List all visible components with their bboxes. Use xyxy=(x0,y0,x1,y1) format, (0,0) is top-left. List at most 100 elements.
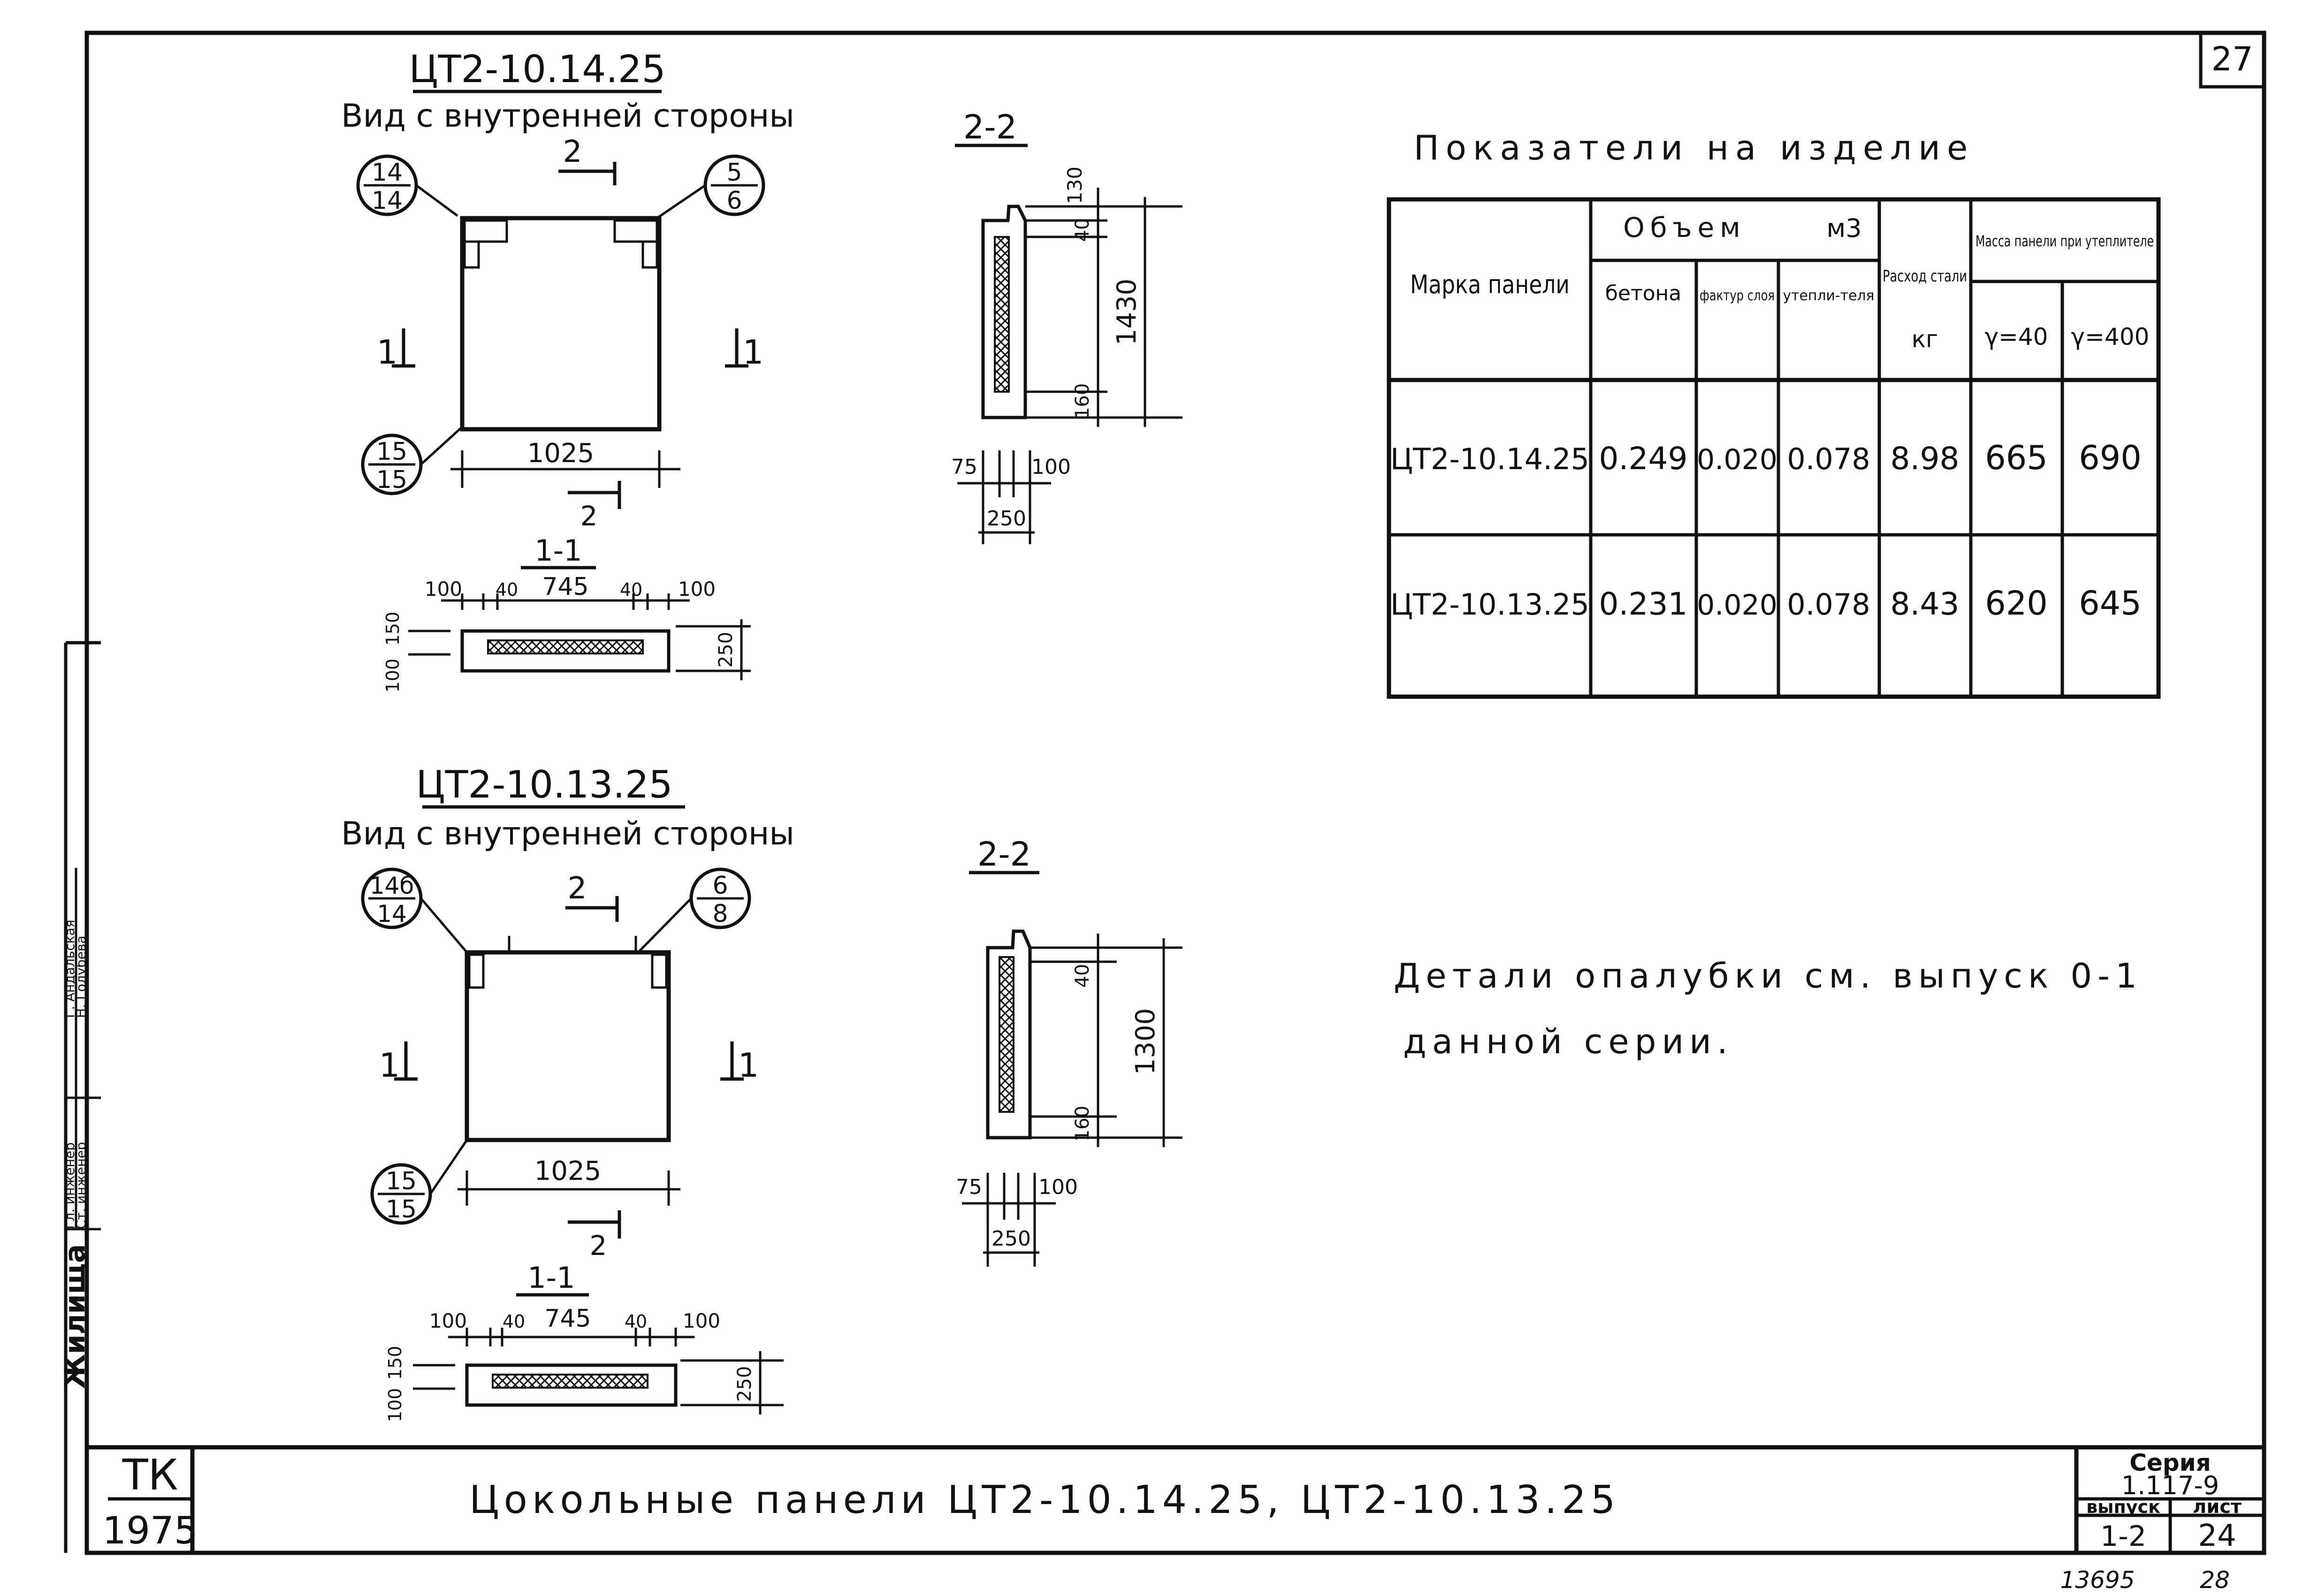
svg-text:8.43: 8.43 xyxy=(1891,586,1960,622)
table-row: ЦТ2-10.14.25 0.249 0.020 0.078 8.98 665 … xyxy=(1390,439,2142,477)
panel-b-section-22: 40 1300 160 75 100 250 xyxy=(956,929,1182,1267)
svg-text:0.078: 0.078 xyxy=(1787,587,1870,622)
side-stamp-role-2: Ст. инженер xyxy=(73,1142,89,1229)
svg-text:ЦТ2-10.14.25: ЦТ2-10.14.25 xyxy=(1390,442,1589,476)
note-line-2: данной серии. xyxy=(1403,1022,1733,1061)
sheet-value: 24 xyxy=(2198,1519,2236,1553)
side-stamp-title: Жилища xyxy=(59,1244,92,1389)
year: 1975 xyxy=(102,1509,198,1552)
panel-b-cut-2-top: 2 xyxy=(565,871,619,922)
svg-text:6: 6 xyxy=(712,872,728,900)
panel-a-cut-1-left: 1 xyxy=(377,328,415,372)
svg-text:1: 1 xyxy=(377,333,398,372)
svg-text:1300: 1300 xyxy=(1130,1008,1161,1075)
svg-text:250: 250 xyxy=(992,1227,1031,1251)
svg-text:0.249: 0.249 xyxy=(1599,441,1688,477)
panel-b-cut-2-bottom: 2 xyxy=(568,1210,621,1262)
svg-text:150: 150 xyxy=(382,612,403,646)
page-number-box xyxy=(2199,31,2266,89)
title-block: ТК 1975 Цокольные панели ЦТ2-10.14.25, Ц… xyxy=(102,1449,2242,1553)
th-volume: Объем xyxy=(1623,212,1746,243)
svg-text:150: 150 xyxy=(385,1346,405,1380)
svg-text:250: 250 xyxy=(734,1366,755,1402)
svg-text:2: 2 xyxy=(580,500,598,532)
series-label: Серия xyxy=(2129,1449,2211,1476)
svg-text:5: 5 xyxy=(726,159,742,187)
svg-text:14б: 14б xyxy=(370,872,414,899)
panel-a-view-title: Вид с внутренней стороны xyxy=(341,98,794,135)
svg-text:0.020: 0.020 xyxy=(1697,589,1777,622)
panel-b-cut-1-left: 1 xyxy=(379,1041,418,1085)
side-stamp-role-1: Гл. инженер xyxy=(62,1142,77,1229)
svg-text:15: 15 xyxy=(386,1195,417,1224)
panel-b-cut-1-right: 1 xyxy=(720,1041,759,1085)
sheet-label: лист xyxy=(2193,1496,2242,1518)
org-code: ТК xyxy=(122,1451,178,1500)
panel-a-cut-2-top: 2 xyxy=(558,135,617,185)
svg-text:40: 40 xyxy=(1072,218,1093,242)
panel-b-section-22-label: 2-2 xyxy=(977,835,1031,874)
svg-text:665: 665 xyxy=(1985,439,2048,477)
panel-a-block: ЦТ2-10.14.25 Вид с внутренней стороны 14… xyxy=(341,47,1182,692)
panel-b-view-title: Вид с внутренней стороны xyxy=(341,815,794,852)
svg-text:ЦТ2-10.13.25: ЦТ2-10.13.25 xyxy=(1390,587,1589,622)
panel-b-node-bottom-left: 15 15 xyxy=(370,1139,468,1225)
svg-text:100: 100 xyxy=(683,1309,720,1332)
panel-a-section-22-label: 2-2 xyxy=(963,108,1017,146)
panel-b-elevation xyxy=(465,950,671,1142)
panel-b-block: ЦТ2-10.13.25 Вид с внутренней стороны 14… xyxy=(341,763,1182,1422)
svg-text:100: 100 xyxy=(385,1388,405,1422)
th-steel-unit: кг xyxy=(1912,326,1938,353)
panel-b-section-11: 100 40 745 40 100 150 100 250 xyxy=(385,1305,784,1422)
note-line-1: Детали опалубки см. выпуск 0-1 xyxy=(1394,956,2143,996)
svg-text:0.231: 0.231 xyxy=(1599,586,1688,622)
panel-a-cut-2-bottom: 2 xyxy=(568,481,621,532)
svg-text:1: 1 xyxy=(743,333,764,372)
panel-a-node-bottom-left: 15 15 xyxy=(361,426,463,495)
indicators-block: Показатели на изделие Марка панели Объем… xyxy=(1387,128,2161,699)
svg-text:40: 40 xyxy=(496,579,518,600)
svg-text:8: 8 xyxy=(712,900,728,928)
svg-text:100: 100 xyxy=(1031,455,1071,479)
svg-text:100: 100 xyxy=(678,578,716,600)
svg-text:40: 40 xyxy=(1072,964,1093,988)
svg-text:100: 100 xyxy=(425,578,462,600)
page-number: 27 xyxy=(2211,40,2253,78)
svg-text:75: 75 xyxy=(956,1175,982,1199)
svg-text:1025: 1025 xyxy=(527,438,595,469)
panel-b-node-top-left: 14б 14 xyxy=(361,867,468,953)
th-insulation: утепли-теля xyxy=(1783,288,1875,304)
side-stamp: Жилища Гл. инженер Ст. инженер Г. Андаль… xyxy=(59,641,101,1553)
panel-b-mark: ЦТ2-10.13.25 xyxy=(416,763,673,806)
panel-a-mark: ЦТ2-10.14.25 xyxy=(409,47,666,91)
bottom-number-right: 28 xyxy=(2200,1566,2230,1594)
svg-text:2: 2 xyxy=(563,135,582,169)
svg-text:15: 15 xyxy=(376,466,407,494)
svg-text:14: 14 xyxy=(372,187,403,215)
issue-label: выпуск xyxy=(2086,1497,2160,1517)
svg-text:1: 1 xyxy=(379,1046,400,1085)
th-volume-unit: м3 xyxy=(1826,213,1861,243)
th-steel: Расход стали xyxy=(1883,267,1967,286)
side-stamp-name-2: Н. Голубева xyxy=(73,935,89,1018)
bottom-number-left: 13695 xyxy=(2060,1566,2135,1594)
svg-text:40: 40 xyxy=(620,579,642,600)
svg-text:40: 40 xyxy=(503,1311,525,1332)
th-mass-40: γ=40 xyxy=(1984,323,2048,350)
svg-text:100: 100 xyxy=(1038,1175,1078,1199)
svg-text:6: 6 xyxy=(726,187,742,215)
panel-a-section-11-label: 1-1 xyxy=(534,533,582,568)
th-mass: Масса панели при утеплителе xyxy=(1975,232,2154,250)
panel-a-node-top-left: 14 14 xyxy=(356,154,458,217)
svg-text:75: 75 xyxy=(951,455,977,479)
svg-text:1025: 1025 xyxy=(534,1156,602,1186)
indicators-table: Марка панели Объем м3 бетона фактур слоя… xyxy=(1387,197,2161,699)
svg-text:2: 2 xyxy=(568,871,587,906)
svg-text:620: 620 xyxy=(1985,584,2048,623)
svg-text:15: 15 xyxy=(386,1167,417,1195)
svg-text:0.020: 0.020 xyxy=(1697,443,1777,476)
svg-text:250: 250 xyxy=(987,507,1026,531)
svg-text:1430: 1430 xyxy=(1112,279,1142,346)
svg-text:1: 1 xyxy=(738,1046,759,1085)
